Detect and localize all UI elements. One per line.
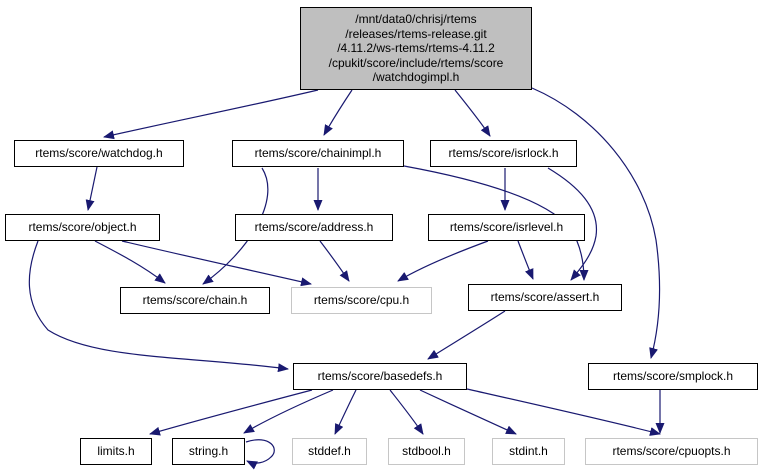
node-address[interactable]: rtems/score/address.h — [235, 214, 393, 241]
edge-object-to-chain — [94, 240, 166, 284]
edge-root-to-smplock — [531, 87, 661, 359]
edge-basedefs-to-cpuopts — [466, 388, 661, 436]
edge-root-to-watchdog — [103, 89, 319, 140]
node-isrlock-label: rtems/score/isrlock.h — [448, 146, 559, 161]
node-string[interactable]: string.h — [172, 438, 245, 465]
edge-watchdog-to-object — [85, 166, 98, 211]
node-cpu-label: rtems/score/cpu.h — [313, 293, 410, 308]
node-object-label: rtems/score/object.h — [28, 220, 137, 235]
node-isrlock[interactable]: rtems/score/isrlock.h — [430, 140, 577, 167]
edge-isrlevel-to-cpu — [397, 240, 489, 282]
node-stdbool: stdbool.h — [388, 438, 465, 465]
node-stddef-label: stddef.h — [308, 444, 351, 459]
node-cpuopts: rtems/score/cpuopts.h — [585, 438, 758, 465]
node-basedefs-label: rtems/score/basedefs.h — [317, 369, 443, 384]
edge-basedefs-to-stdint — [419, 389, 517, 435]
node-object[interactable]: rtems/score/object.h — [5, 214, 160, 241]
node-isrlevel-label: rtems/score/isrlevel.h — [449, 220, 564, 235]
node-smplock-label: rtems/score/smplock.h — [612, 369, 734, 384]
edge-basedefs-to-stddef — [334, 389, 357, 435]
edge-basedefs-to-string — [243, 389, 334, 434]
node-chainimpl[interactable]: rtems/score/chainimpl.h — [232, 140, 404, 167]
node-chain[interactable]: rtems/score/chain.h — [120, 287, 270, 314]
node-limits[interactable]: limits.h — [80, 438, 152, 465]
node-watchdog-label: rtems/score/watchdog.h — [35, 146, 163, 161]
node-watchdog[interactable]: rtems/score/watchdog.h — [14, 140, 184, 167]
edge-object-to-cpu — [121, 240, 312, 287]
node-assert[interactable]: rtems/score/assert.h — [468, 284, 622, 311]
node-watchdogimpl-root-label: /mnt/data0/chrisj/rtems /releases/rtems-… — [328, 11, 504, 85]
edge-object-to-basedefs — [28, 240, 289, 373]
edge-root-to-isrlock — [454, 89, 491, 137]
edge-root-to-chainimpl — [323, 89, 353, 136]
node-basedefs[interactable]: rtems/score/basedefs.h — [293, 363, 467, 390]
edge-isrlock-to-assert — [547, 167, 598, 281]
edge-address-to-cpu — [319, 240, 350, 282]
node-stdint-label: stdint.h — [509, 444, 548, 459]
node-assert-label: rtems/score/assert.h — [490, 290, 600, 305]
node-limits-label: limits.h — [97, 444, 135, 459]
node-watchdogimpl-root: /mnt/data0/chrisj/rtems /releases/rtems-… — [300, 7, 532, 90]
edge-isrlevel-to-assert — [517, 240, 534, 280]
node-stdint: stdint.h — [492, 438, 565, 465]
node-cpu: rtems/score/cpu.h — [291, 287, 432, 314]
edge-string-self-loop — [245, 439, 275, 470]
node-string-label: string.h — [188, 444, 229, 459]
node-stdbool-label: stdbool.h — [402, 444, 451, 459]
node-chainimpl-label: rtems/score/chainimpl.h — [254, 146, 382, 161]
node-cpuopts-label: rtems/score/cpuopts.h — [612, 444, 731, 459]
node-stddef: stddef.h — [292, 438, 367, 465]
node-address-label: rtems/score/address.h — [254, 220, 374, 235]
edge-basedefs-to-stdbool — [389, 389, 424, 435]
edge-basedefs-to-limits — [149, 389, 313, 436]
edge-assert-to-basedefs — [427, 310, 506, 360]
node-smplock[interactable]: rtems/score/smplock.h — [588, 363, 758, 390]
node-chain-label: rtems/score/chain.h — [142, 293, 248, 308]
node-isrlevel[interactable]: rtems/score/isrlevel.h — [428, 214, 585, 241]
